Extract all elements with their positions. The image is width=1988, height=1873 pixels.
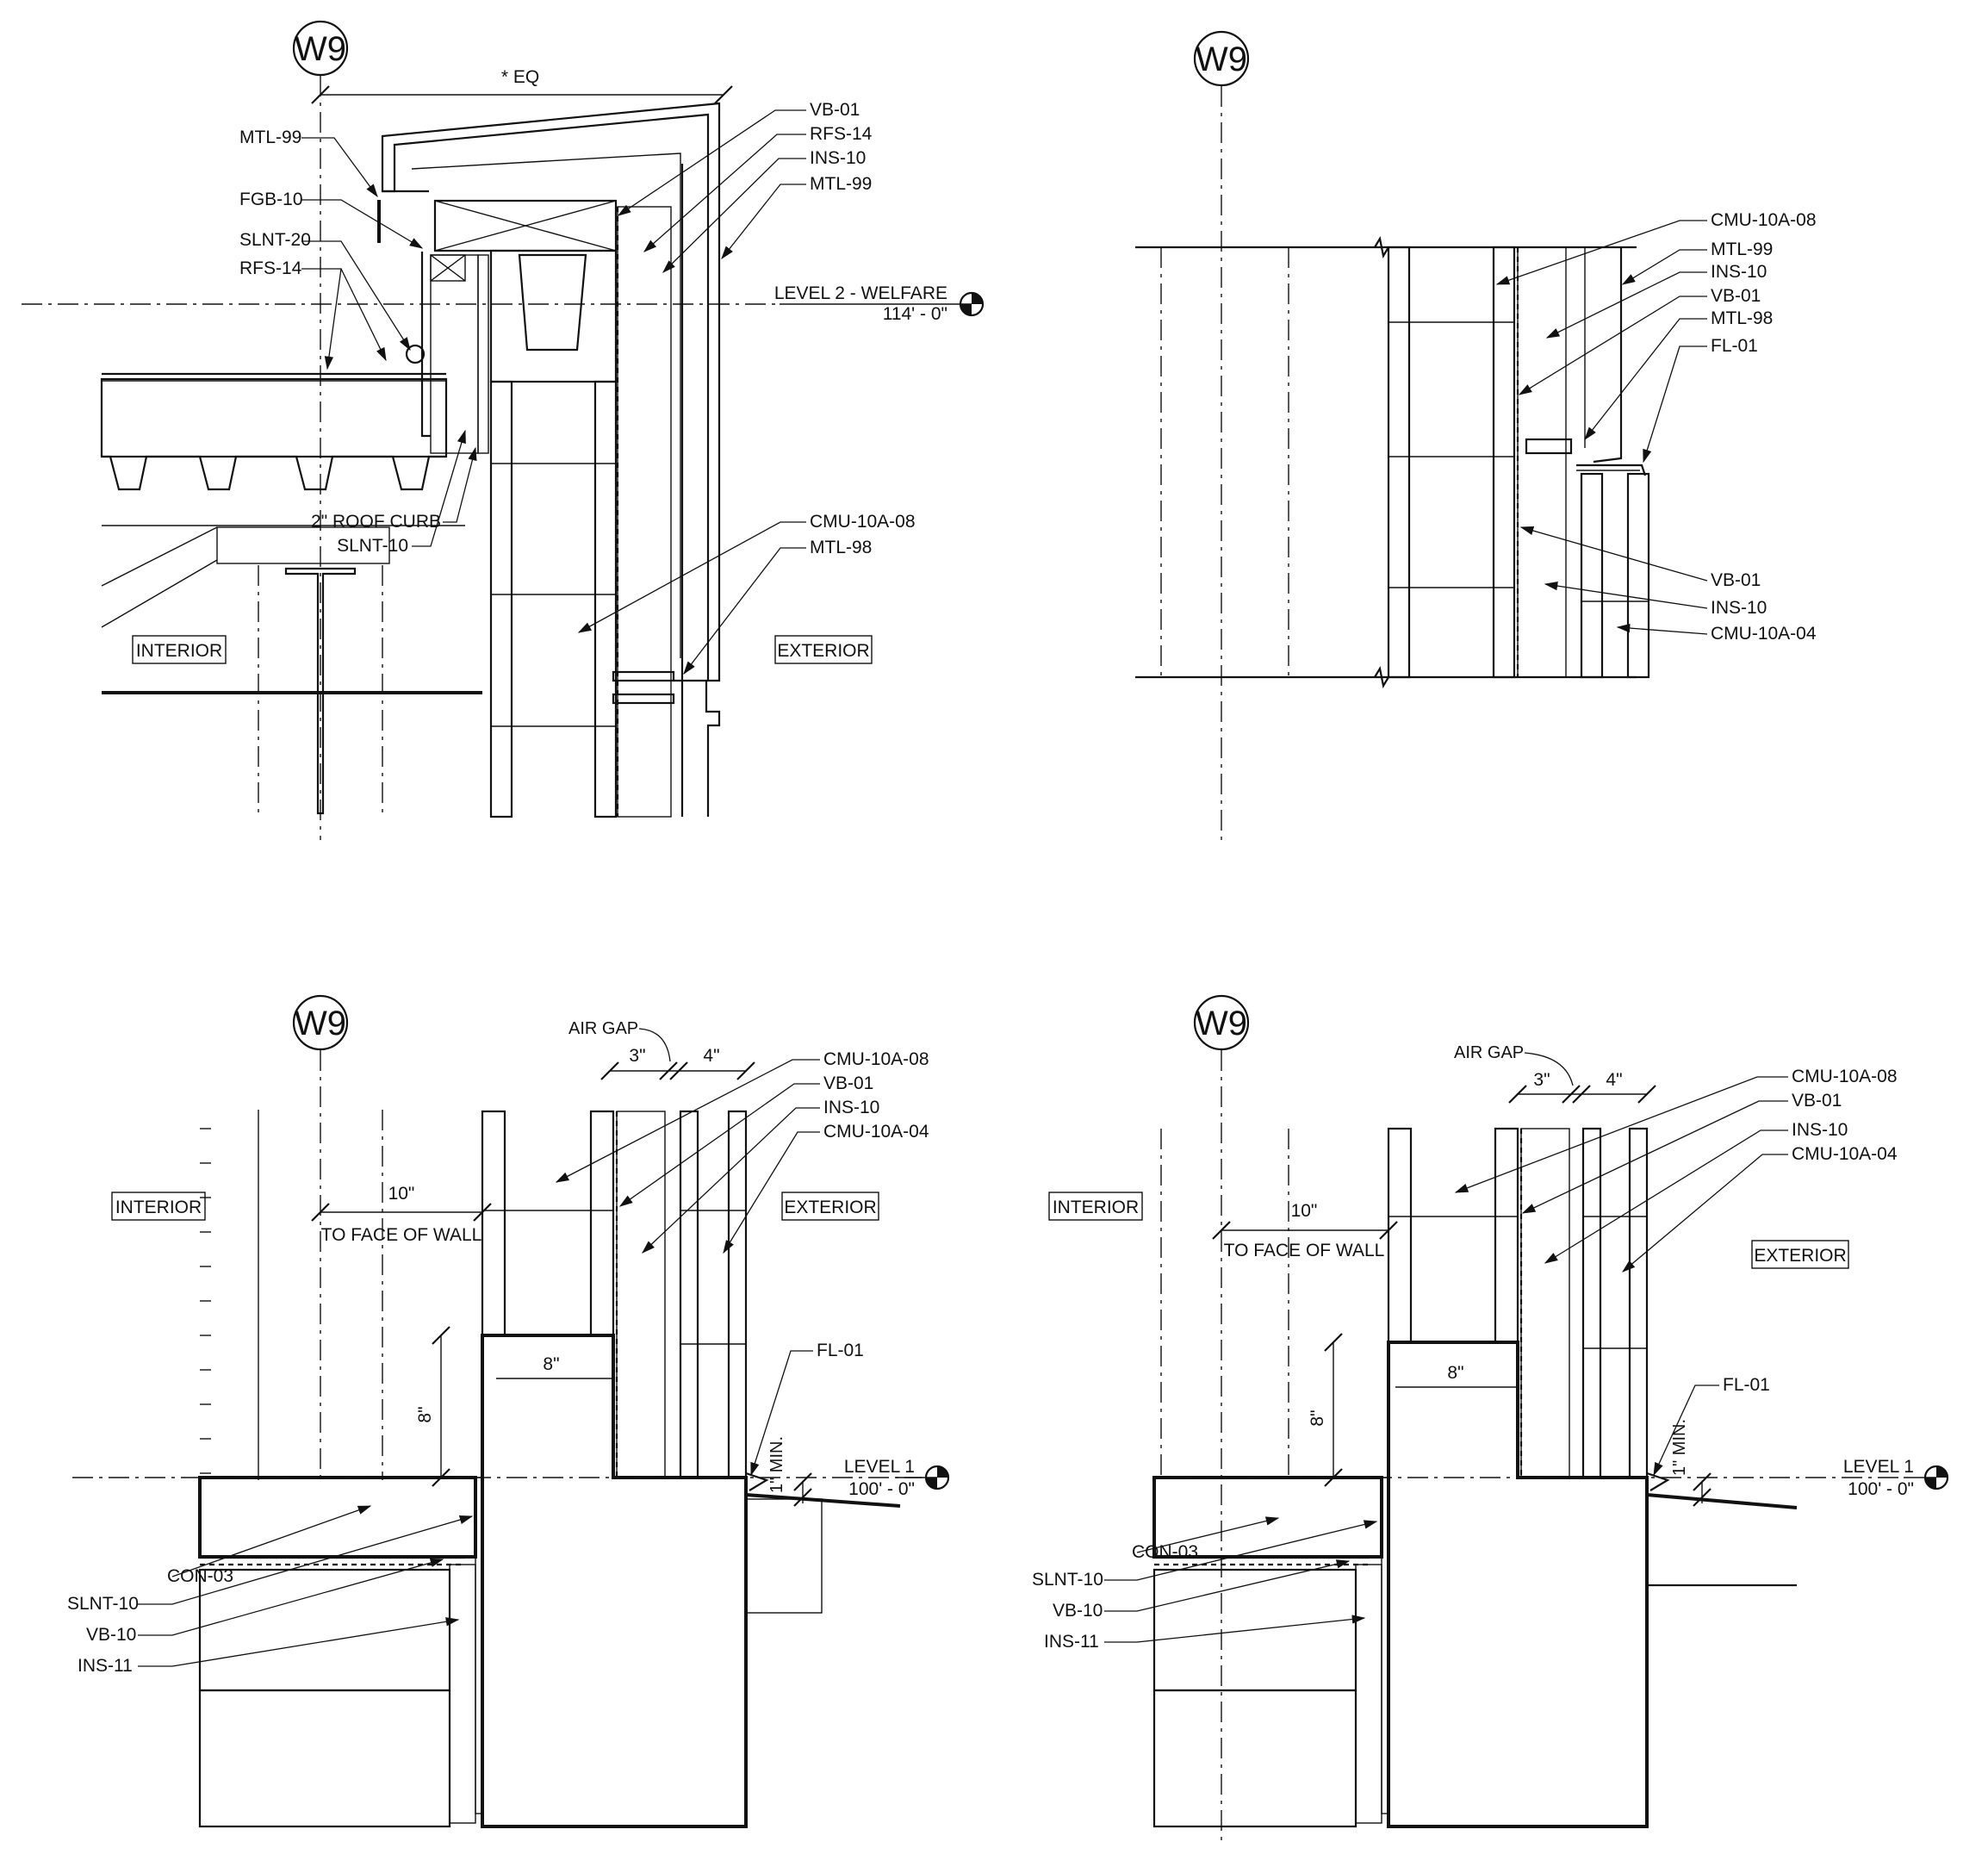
label-ins-10-bottom: INS-10 — [1711, 598, 1767, 618]
label-rfs-14-right: RFS-14 — [810, 124, 873, 144]
label-fl-01: FL-01 — [1723, 1375, 1770, 1395]
label-interior: INTERIOR — [136, 641, 222, 661]
label-roof-curb: 2" ROOF CURB — [311, 512, 441, 532]
label-ins-10: INS-10 — [1711, 262, 1767, 282]
grid-bubble — [1193, 30, 1250, 87]
label-cmu-10a-04: CMU-10A-04 — [823, 1122, 929, 1142]
label-interior: INTERIOR — [1053, 1198, 1139, 1217]
detail-2-wall-transition: W9 CMU-10A-08 MTL-99 INS-10 VB-01 — [1135, 30, 1817, 843]
metal-deck — [102, 455, 446, 491]
steel-beam — [284, 567, 357, 815]
grid-tag: W9 — [1196, 40, 1247, 78]
label-mtl-98: MTL-98 — [810, 538, 872, 557]
label-fl-01: FL-01 — [817, 1341, 864, 1360]
label-slnt-10: SLNT-10 — [67, 1594, 139, 1614]
label-vb-01: VB-01 — [810, 100, 860, 120]
cmu-wall-left — [489, 380, 513, 818]
level-1-elevation: 100' - 0" — [1848, 1479, 1914, 1499]
dim-4: 4" — [1606, 1070, 1622, 1090]
label-vb-01: VB-01 — [823, 1073, 873, 1093]
label-1-min: 1" MIN. — [1670, 1419, 1689, 1476]
label-slnt-20: SLNT-20 — [239, 230, 311, 250]
eq-dimension: * EQ — [501, 67, 539, 87]
to-face-of-wall: TO FACE OF WALL — [1224, 1241, 1385, 1260]
dim-10: 10" — [1291, 1201, 1318, 1221]
level-1-name: LEVEL 1 — [1843, 1457, 1914, 1477]
label-mtl-98: MTL-98 — [1711, 308, 1773, 328]
label-ins-11: INS-11 — [1044, 1632, 1099, 1652]
dim-3: 3" — [1533, 1070, 1550, 1090]
label-ins-10: INS-10 — [823, 1098, 879, 1117]
grid-tag: W9 — [295, 1005, 346, 1042]
detail-3-foundation: W9 — [67, 994, 950, 1828]
grid-bubble — [292, 20, 349, 77]
label-con-03: CON-03 — [1132, 1542, 1198, 1562]
label-ins-10: INS-10 — [1792, 1120, 1848, 1140]
rigid-insulation — [617, 206, 672, 818]
label-cmu-10a-08: CMU-10A-08 — [823, 1049, 929, 1069]
label-mtl-99-right: MTL-99 — [810, 174, 872, 194]
label-cmu-10a-04: CMU-10A-04 — [1711, 624, 1817, 644]
level-1-name: LEVEL 1 — [844, 1457, 915, 1477]
level-2-elevation: 114' - 0" — [883, 304, 947, 324]
level-1-elevation: 100' - 0" — [848, 1479, 915, 1499]
label-fgb-10: FGB-10 — [239, 190, 303, 209]
label-cmu-10a-04: CMU-10A-04 — [1792, 1144, 1898, 1164]
label-mtl-99: MTL-99 — [1711, 240, 1773, 259]
label-1-min: 1" MIN. — [767, 1436, 786, 1493]
cmu-wall-right — [593, 380, 618, 818]
label-cmu-10a-08: CMU-10A-08 — [810, 512, 916, 532]
label-mtl-99-left: MTL-99 — [239, 128, 301, 147]
label-con-03: CON-03 — [167, 1566, 233, 1586]
grid-bubble — [292, 994, 349, 1051]
label-vb-10: VB-10 — [86, 1625, 136, 1645]
dim-4: 4" — [703, 1046, 719, 1066]
grid-tag: W9 — [1196, 1005, 1247, 1042]
label-slnt-10: SLNT-10 — [1032, 1570, 1103, 1590]
compacted-soil — [198, 1689, 451, 1828]
dim-10: 10" — [388, 1184, 415, 1204]
dim-3: 3" — [629, 1046, 645, 1066]
curb-insulation — [430, 254, 479, 454]
label-exterior: EXTERIOR — [1754, 1246, 1846, 1266]
dim-8-vertical: 8" — [415, 1406, 435, 1422]
label-vb-01-bottom: VB-01 — [1711, 570, 1761, 590]
detail-4-foundation: W9 LEVEL 1 1 — [1032, 994, 1949, 1844]
label-vb-01: VB-01 — [1792, 1091, 1842, 1111]
label-vb-01: VB-01 — [1711, 286, 1761, 306]
label-interior: INTERIOR — [115, 1198, 202, 1217]
label-exterior: EXTERIOR — [784, 1198, 876, 1217]
dim-8-vertical: 8" — [1308, 1409, 1327, 1426]
foundation-wall — [481, 1334, 748, 1828]
label-cmu-10a-08: CMU-10A-08 — [1711, 210, 1817, 230]
label-fl-01: FL-01 — [1711, 336, 1758, 356]
label-ins-11: INS-11 — [78, 1656, 133, 1676]
grid-tag: W9 — [295, 30, 346, 68]
label-cmu-10a-08: CMU-10A-08 — [1792, 1067, 1898, 1086]
label-rfs-14-left: RFS-14 — [239, 258, 302, 278]
label-exterior: EXTERIOR — [777, 641, 869, 661]
air-gap-label: AIR GAP — [1454, 1043, 1524, 1062]
dim-8-horizontal: 8" — [543, 1354, 559, 1374]
label-vb-10: VB-10 — [1053, 1601, 1103, 1621]
roof-insulation — [100, 377, 448, 458]
grid-bubble — [1193, 994, 1250, 1051]
to-face-of-wall: TO FACE OF WALL — [321, 1225, 482, 1245]
label-ins-10: INS-10 — [810, 148, 866, 168]
bond-beam — [489, 249, 618, 383]
gravel-fill — [198, 1568, 451, 1692]
dim-8-horizontal: 8" — [1447, 1363, 1463, 1383]
level-2-name: LEVEL 2 - WELFARE — [774, 283, 947, 303]
label-slnt-10: SLNT-10 — [337, 536, 408, 556]
air-gap-label: AIR GAP — [568, 1019, 638, 1038]
detail-1-roof-parapet: W9 * EQ — [22, 20, 985, 840]
